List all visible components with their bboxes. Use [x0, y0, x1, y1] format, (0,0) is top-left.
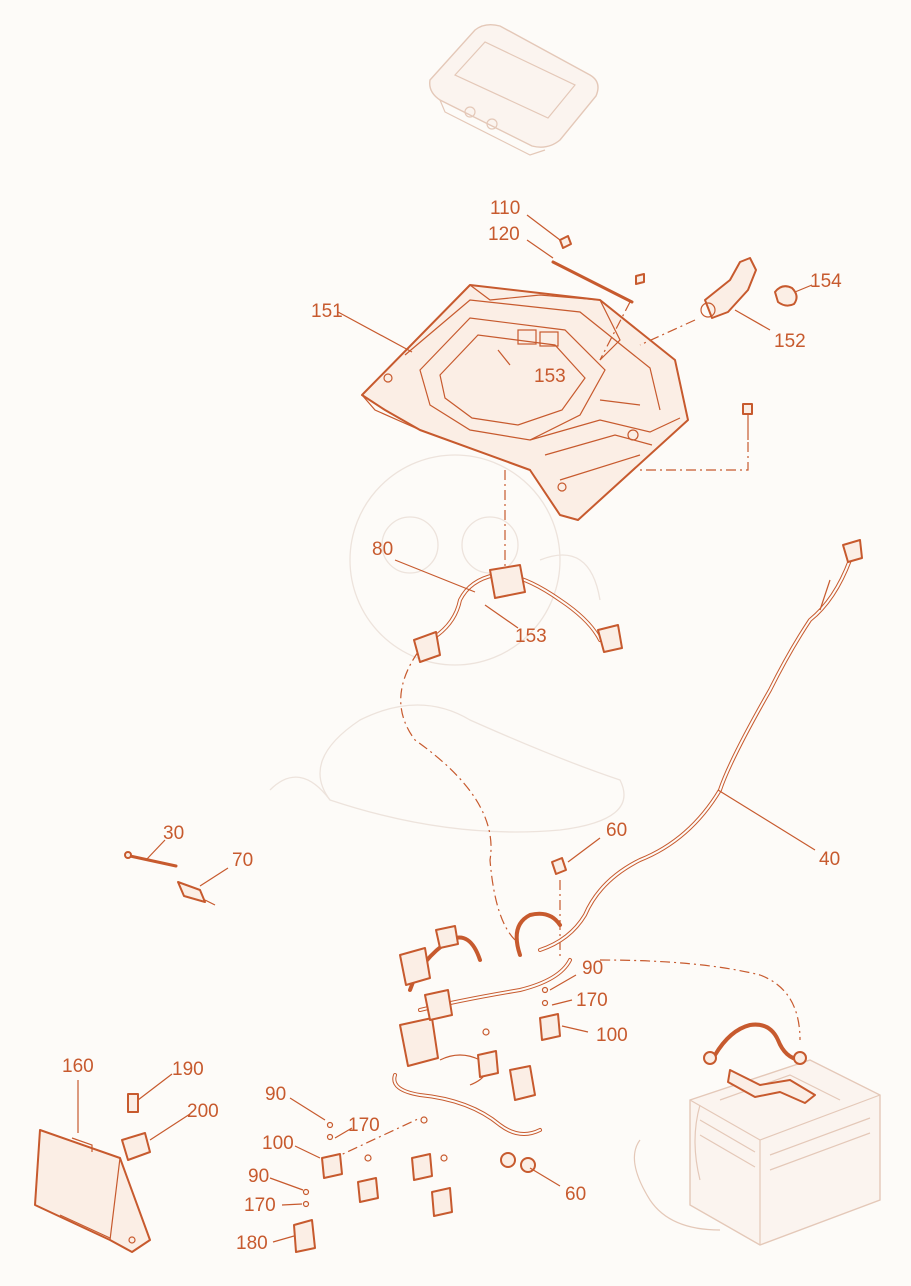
callout-154: 154 — [810, 271, 842, 292]
harness-80 — [413, 564, 623, 663]
callout-60-lower: 60 — [565, 1184, 586, 1205]
callout-170-left-lower: 170 — [244, 1195, 276, 1216]
clip-set-center — [357, 1116, 453, 1217]
clip-180 — [293, 1188, 316, 1253]
callout-100-right: 100 — [596, 1025, 628, 1046]
grommet-60-top — [551, 857, 567, 875]
sleeve-70 — [177, 881, 216, 906]
callout-40: 40 — [819, 849, 840, 870]
leader-lines — [77, 214, 816, 1243]
callout-110: 110 — [490, 198, 520, 219]
callout-152: 152 — [774, 331, 806, 352]
clip-100-left — [321, 1121, 343, 1179]
grommet-60-bottom — [500, 1152, 536, 1173]
callout-153-lower: 153 — [515, 626, 547, 647]
callout-200: 200 — [187, 1101, 219, 1122]
console-housing-151 — [361, 284, 689, 521]
callout-180: 180 — [236, 1233, 268, 1254]
bolt-right — [742, 403, 753, 440]
callout-153-upper: 153 — [534, 366, 566, 387]
callout-151: 151 — [311, 301, 343, 322]
callout-30: 30 — [163, 823, 184, 844]
block-200 — [121, 1132, 151, 1161]
battery-ghost — [633, 1059, 881, 1246]
callout-60-upper: 60 — [606, 820, 627, 841]
callout-170-left-upper: 170 — [348, 1115, 380, 1136]
callout-190: 190 — [172, 1059, 204, 1080]
callout-80: 80 — [372, 539, 393, 560]
harness-lower — [392, 911, 572, 1136]
callout-90-left-upper: 90 — [265, 1084, 286, 1105]
callout-labels: 110 120 151 154 152 153 80 153 30 70 60 … — [62, 198, 842, 1254]
callout-100-left: 100 — [262, 1133, 294, 1154]
screw-110 — [559, 235, 572, 249]
watermark-dragon — [269, 454, 625, 833]
callout-90-left-lower: 90 — [248, 1166, 269, 1187]
bolt-190 — [127, 1093, 139, 1113]
clip-100-upper — [539, 986, 561, 1041]
callout-160: 160 — [62, 1056, 94, 1077]
switch-152 — [700, 257, 757, 319]
callout-120: 120 — [488, 224, 520, 245]
callout-90-right: 90 — [582, 958, 603, 979]
cable-40 — [538, 539, 863, 952]
pin-30 — [124, 851, 178, 868]
callout-70: 70 — [232, 850, 253, 871]
callout-170-right: 170 — [576, 990, 608, 1011]
battery-cable — [703, 1022, 816, 1104]
display-panel-ghost — [429, 23, 599, 156]
control-module-160 — [34, 1129, 151, 1253]
clip-100-mid — [477, 1028, 499, 1078]
clip-154 — [774, 285, 798, 307]
rod-120 — [551, 260, 645, 304]
